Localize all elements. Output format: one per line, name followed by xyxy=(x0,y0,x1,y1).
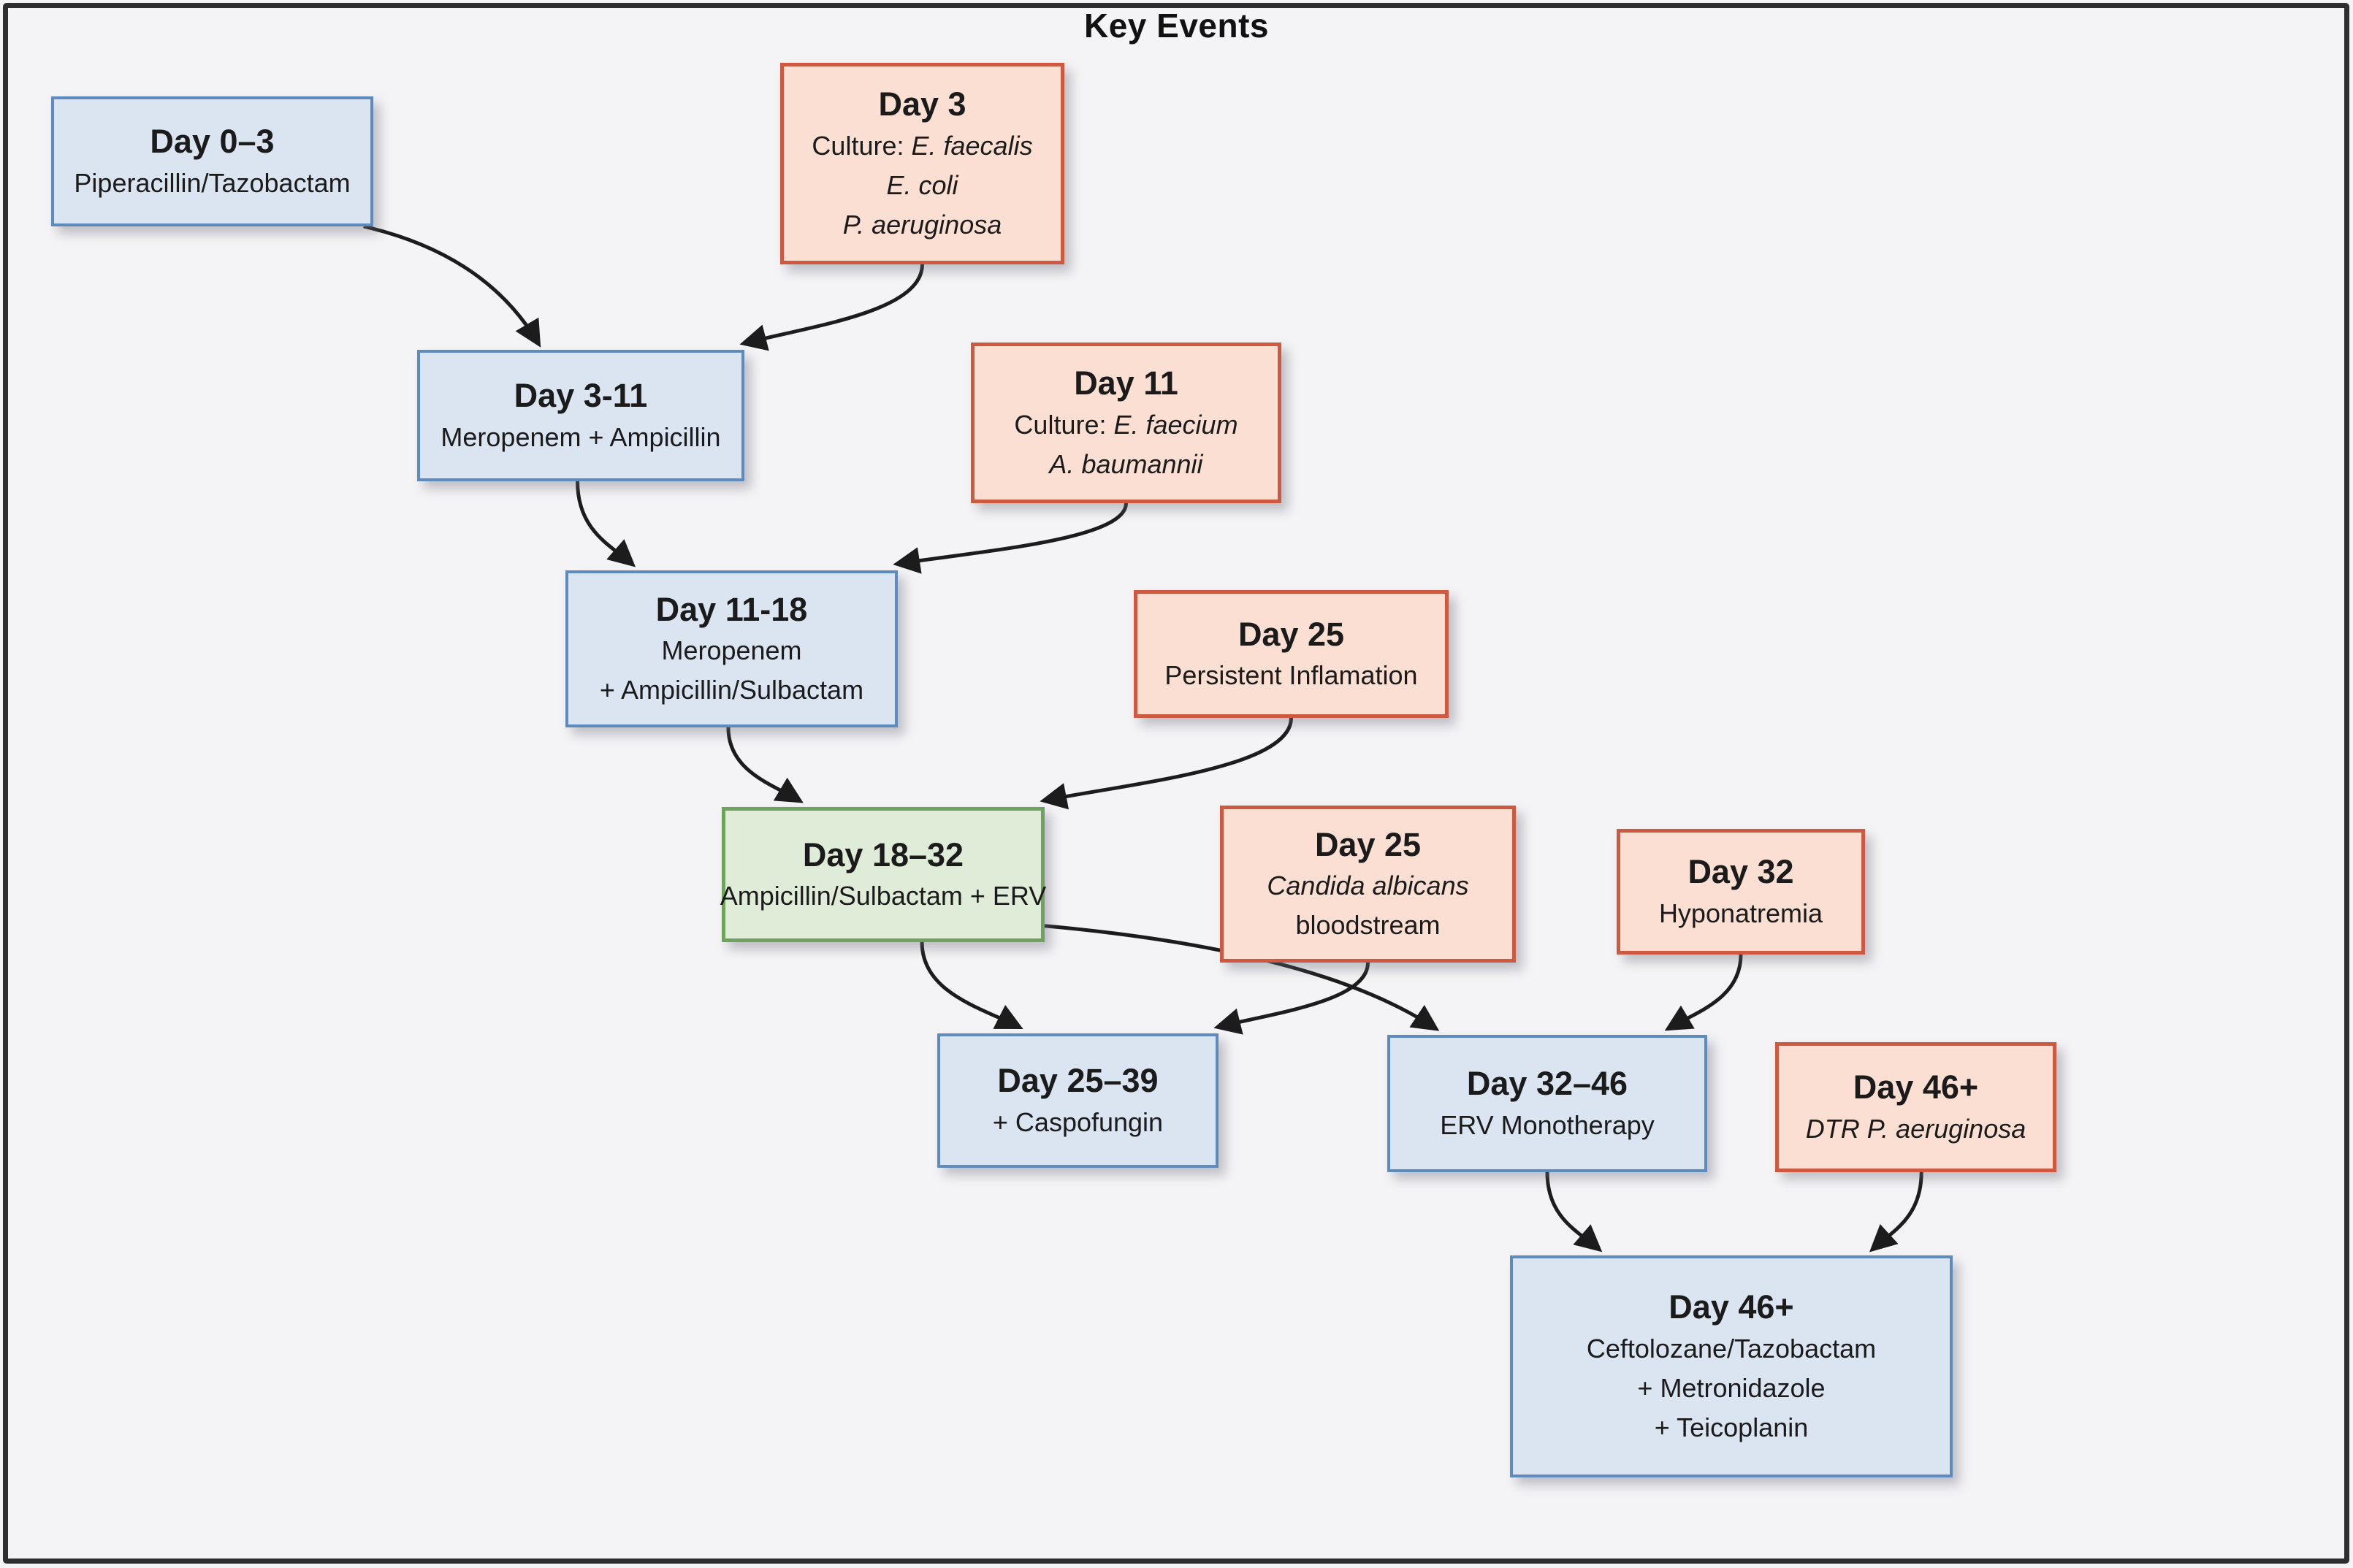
node-line: P. aeruginosa xyxy=(843,205,1002,245)
arrow-day25-inflammation-to-day18-32-treatment xyxy=(1040,717,1293,810)
line-text: + Teicoplanin xyxy=(1654,1412,1809,1442)
organism-name: E. faecalis xyxy=(911,130,1033,161)
node-day25-inflammation: Day 25 Persistent Inflamation xyxy=(1134,590,1449,718)
node-title: Day 32 xyxy=(1687,853,1794,891)
node-title: Day 18–32 xyxy=(802,835,964,873)
line-text: Meropenem xyxy=(661,635,802,666)
node-title: Day 25–39 xyxy=(997,1062,1159,1100)
node-title: Day 46+ xyxy=(1853,1068,1979,1106)
node-title: Day 0–3 xyxy=(150,123,275,161)
node-day46-treatment: Day 46+ Ceftolozane/Tazobactam + Metronida… xyxy=(1510,1255,1953,1477)
organism-name: A. baumannii xyxy=(1049,448,1203,479)
node-line: + Ampicillin/Sulbactam xyxy=(600,670,863,710)
node-line: + Teicoplanin xyxy=(1655,1408,1809,1447)
arrow-day3-11-treatment-to-day11-18-treatment xyxy=(576,481,636,567)
node-line: A. baumannii xyxy=(1049,445,1202,484)
line-text: Piperacillin/Tazobactam xyxy=(74,167,351,198)
line-text: Persistent Inflamation xyxy=(1164,660,1418,691)
organism-name: DTR P. aeruginosa xyxy=(1805,1113,2026,1144)
node-title: Day 32–46 xyxy=(1466,1065,1628,1103)
node-line: Culture: E. faecium xyxy=(1014,405,1237,445)
node-title: Day 25 xyxy=(1237,615,1345,653)
node-line: Hyponatremia xyxy=(1659,894,1823,933)
line-text: Ampicillin/Sulbactam + ERV xyxy=(720,881,1047,911)
node-line: Meropenem + Ampicillin xyxy=(441,418,720,457)
node-line: + Metronidazole xyxy=(1637,1369,1825,1408)
node-title: Day 25 xyxy=(1314,825,1422,863)
node-line: ERV Monotherapy xyxy=(1440,1106,1655,1145)
node-line: Ceftolozane/Tazobactam xyxy=(1587,1329,1876,1369)
node-day32-hyponatremia: Day 32 Hyponatremia xyxy=(1617,829,1865,955)
figure-frame xyxy=(3,3,2349,1564)
line-text: Hyponatremia xyxy=(1658,898,1823,928)
node-line: Meropenem xyxy=(661,631,801,670)
node-line: Ampicillin/Sulbactam + ERV xyxy=(720,876,1047,916)
node-line: + Caspofungin xyxy=(993,1103,1163,1142)
line-text: Meropenem + Ampicillin xyxy=(441,421,721,452)
organism-name: E. faecium xyxy=(1113,409,1238,440)
node-line: DTR P. aeruginosa xyxy=(1806,1109,2026,1149)
organism-name: Candida albicans xyxy=(1267,871,1469,901)
arrow-day3-culture-to-day3-11-treatment xyxy=(739,264,924,351)
line-text: bloodstream xyxy=(1295,910,1441,941)
node-day25-candidemia: Day 25 Candida albicans bloodstream xyxy=(1220,806,1516,963)
arrow-day32-hyponatremia-to-day32-46-treatment xyxy=(1664,954,1743,1031)
line-text: + Ampicillin/Sulbactam xyxy=(599,675,864,705)
line-text: ERV Monotherapy xyxy=(1440,1109,1655,1140)
arrow-day18-32-treatment-to-day25-39-treatment xyxy=(920,941,1023,1030)
arrow-day46-dtr-to-day46-treatment xyxy=(1869,1171,1923,1253)
arrow-day11-18-treatment-to-day18-32-treatment xyxy=(726,727,804,803)
node-line: Culture: E. faecalis xyxy=(812,126,1032,166)
line-text: + Caspofungin xyxy=(992,1106,1164,1137)
arrow-day32-46-treatment-to-day46-treatment xyxy=(1545,1171,1603,1253)
node-title: Day 3-11 xyxy=(514,377,648,415)
arrow-day11-culture-to-day11-18-treatment xyxy=(893,502,1128,574)
node-title: Day 46+ xyxy=(1669,1288,1794,1326)
line-text: Ceftolozane/Tazobactam xyxy=(1586,1333,1877,1364)
node-title: Day 11-18 xyxy=(655,590,808,628)
node-line: Piperacillin/Tazobactam xyxy=(74,164,350,203)
node-day46-dtr: Day 46+ DTR P. aeruginosa xyxy=(1775,1042,2056,1172)
arrow-day0-3-treatment-to-day3-11-treatment xyxy=(363,224,541,348)
node-line: E. coli xyxy=(886,166,958,205)
organism-name: E. coli xyxy=(886,169,958,200)
node-line: bloodstream xyxy=(1295,906,1440,945)
line-text: + Metronidazole xyxy=(1637,1372,1826,1403)
node-line: Persistent Inflamation xyxy=(1164,656,1417,695)
node-title: Day 3 xyxy=(878,85,966,123)
node-line: Candida albicans xyxy=(1267,866,1468,906)
node-day25-39-treatment: Day 25–39 + Caspofungin xyxy=(937,1033,1219,1168)
figure-title: Key Events xyxy=(1083,7,1269,45)
line-text: Culture: xyxy=(812,130,912,161)
arrow-day25-candidemia-to-day25-39-treatment xyxy=(1213,962,1370,1035)
node-title: Day 11 xyxy=(1074,364,1178,402)
organism-name: P. aeruginosa xyxy=(842,209,1002,240)
line-text: Culture: xyxy=(1014,409,1114,440)
